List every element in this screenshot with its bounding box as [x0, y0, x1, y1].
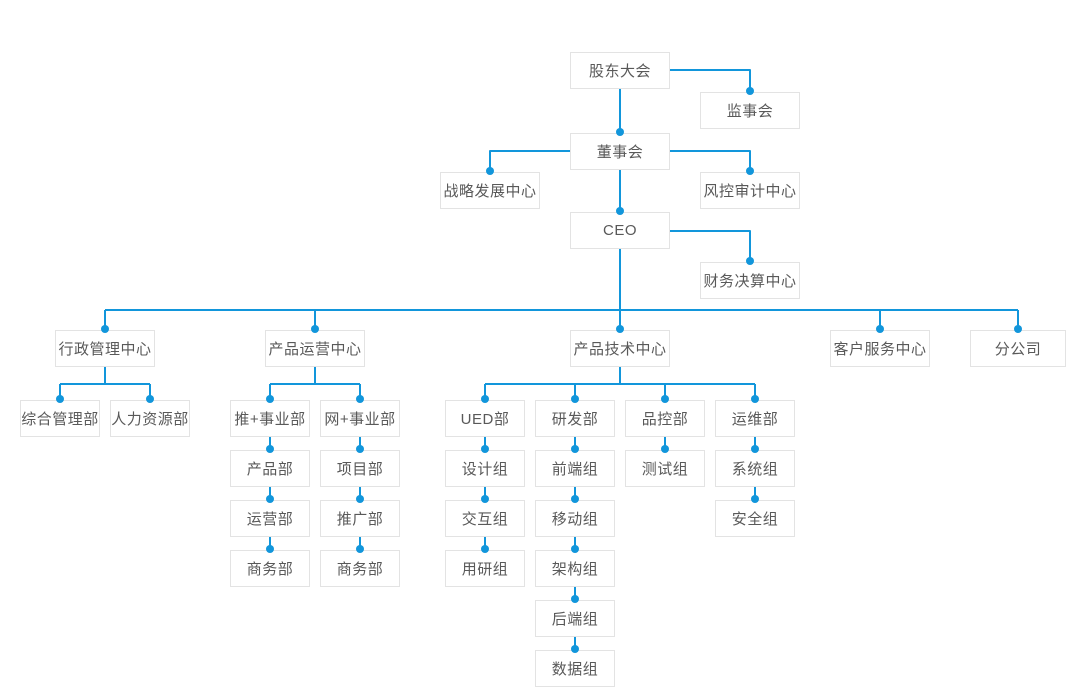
org-node-branch-company[interactable]: 分公司 — [970, 330, 1066, 367]
org-node-label: 项目部 — [336, 461, 384, 478]
org-node-promotion-dept[interactable]: 推广部 — [320, 500, 400, 537]
org-node-label: 研发部 — [551, 411, 599, 428]
org-node-label: 后端组 — [551, 611, 599, 628]
org-node-mobile-group[interactable]: 移动组 — [535, 500, 615, 537]
org-node-label: 客户服务中心 — [833, 341, 927, 358]
org-node-label: 战略发展中心 — [443, 183, 537, 200]
org-node-label: 产品运营中心 — [268, 341, 362, 358]
org-node-label: UED部 — [460, 411, 510, 428]
org-node-system-group[interactable]: 系统组 — [715, 450, 795, 487]
org-node-label: 架构组 — [551, 561, 599, 578]
org-node-label: 商务部 — [246, 561, 294, 578]
org-node-board-of-directors[interactable]: 董事会 — [570, 133, 670, 170]
org-node-product-technology-center[interactable]: 产品技术中心 — [570, 330, 670, 367]
org-node-testing-group[interactable]: 测试组 — [625, 450, 705, 487]
connector-board-to-risk-audit — [670, 150, 751, 171]
connector-operation-branch — [269, 367, 361, 399]
org-node-business-dept-2[interactable]: 商务部 — [320, 550, 400, 587]
org-node-label: 测试组 — [641, 461, 689, 478]
org-node-label: 推广部 — [336, 511, 384, 528]
org-node-label: 产品部 — [246, 461, 294, 478]
org-node-admin-management-center[interactable]: 行政管理中心 — [55, 330, 155, 367]
org-node-label: 数据组 — [551, 661, 599, 678]
org-node-supervisory-board[interactable]: 监事会 — [700, 92, 800, 129]
connector-rail-drops — [104, 310, 1019, 329]
connector-ceo-to-finance — [670, 230, 751, 261]
org-node-strategy-development-center[interactable]: 战略发展中心 — [440, 172, 540, 209]
org-node-hr-dept[interactable]: 人力资源部 — [110, 400, 190, 437]
org-node-design-group[interactable]: 设计组 — [445, 450, 525, 487]
org-node-label: 前端组 — [551, 461, 599, 478]
org-node-label: 设计组 — [461, 461, 509, 478]
org-node-label: 运维部 — [731, 411, 779, 428]
org-node-customer-service-center[interactable]: 客户服务中心 — [830, 330, 930, 367]
org-node-label: 分公司 — [994, 341, 1042, 358]
org-node-label: 安全组 — [731, 511, 779, 528]
org-node-general-management-dept[interactable]: 综合管理部 — [20, 400, 100, 437]
org-node-backend-group[interactable]: 后端组 — [535, 600, 615, 637]
org-node-shareholders-meeting[interactable]: 股东大会 — [570, 52, 670, 89]
org-node-product-dept[interactable]: 产品部 — [230, 450, 310, 487]
org-node-label: 董事会 — [596, 144, 644, 161]
org-node-wang-plus-bu[interactable]: 网+事业部 — [320, 400, 400, 437]
org-node-interaction-group[interactable]: 交互组 — [445, 500, 525, 537]
org-node-operation-dept[interactable]: 运营部 — [230, 500, 310, 537]
org-node-label: 商务部 — [336, 561, 384, 578]
org-node-project-dept[interactable]: 项目部 — [320, 450, 400, 487]
org-node-label: 系统组 — [731, 461, 779, 478]
org-node-label: 股东大会 — [588, 63, 651, 80]
org-node-label: 监事会 — [726, 103, 774, 120]
org-node-ceo[interactable]: CEO — [570, 212, 670, 249]
org-node-label: CEO — [602, 222, 637, 239]
org-node-finance-settlement-center[interactable]: 财务决算中心 — [700, 262, 800, 299]
org-node-label: 运营部 — [246, 511, 294, 528]
org-node-rnd-dept[interactable]: 研发部 — [535, 400, 615, 437]
org-node-label: 产品技术中心 — [573, 341, 667, 358]
org-node-frontend-group[interactable]: 前端组 — [535, 450, 615, 487]
org-node-product-operation-center[interactable]: 产品运营中心 — [265, 330, 365, 367]
org-node-label: 行政管理中心 — [58, 341, 152, 358]
connector-board-to-strategy — [489, 150, 570, 171]
org-node-label: 交互组 — [461, 511, 509, 528]
connector-technology-branch — [484, 367, 756, 399]
org-node-tui-plus-bu[interactable]: 推+事业部 — [230, 400, 310, 437]
org-node-security-group[interactable]: 安全组 — [715, 500, 795, 537]
org-node-risk-audit-center[interactable]: 风控审计中心 — [700, 172, 800, 209]
connector-shareholders-to-supervisory — [670, 69, 751, 91]
connector-admin-branch — [59, 367, 151, 399]
org-node-user-research-group[interactable]: 用研组 — [445, 550, 525, 587]
org-node-label: 人力资源部 — [111, 411, 189, 428]
org-node-label: 财务决算中心 — [703, 273, 797, 290]
org-node-label: 用研组 — [461, 561, 509, 578]
org-node-architecture-group[interactable]: 架构组 — [535, 550, 615, 587]
org-node-label: 移动组 — [551, 511, 599, 528]
org-node-ops-maintenance-dept[interactable]: 运维部 — [715, 400, 795, 437]
org-node-label: 网+事业部 — [324, 411, 396, 428]
org-node-qc-dept[interactable]: 品控部 — [625, 400, 705, 437]
org-node-label: 综合管理部 — [21, 411, 99, 428]
org-node-business-dept-1[interactable]: 商务部 — [230, 550, 310, 587]
org-node-data-group[interactable]: 数据组 — [535, 650, 615, 687]
org-node-ued-dept[interactable]: UED部 — [445, 400, 525, 437]
org-node-label: 推+事业部 — [234, 411, 306, 428]
org-node-label: 风控审计中心 — [703, 183, 797, 200]
org-node-label: 品控部 — [641, 411, 689, 428]
